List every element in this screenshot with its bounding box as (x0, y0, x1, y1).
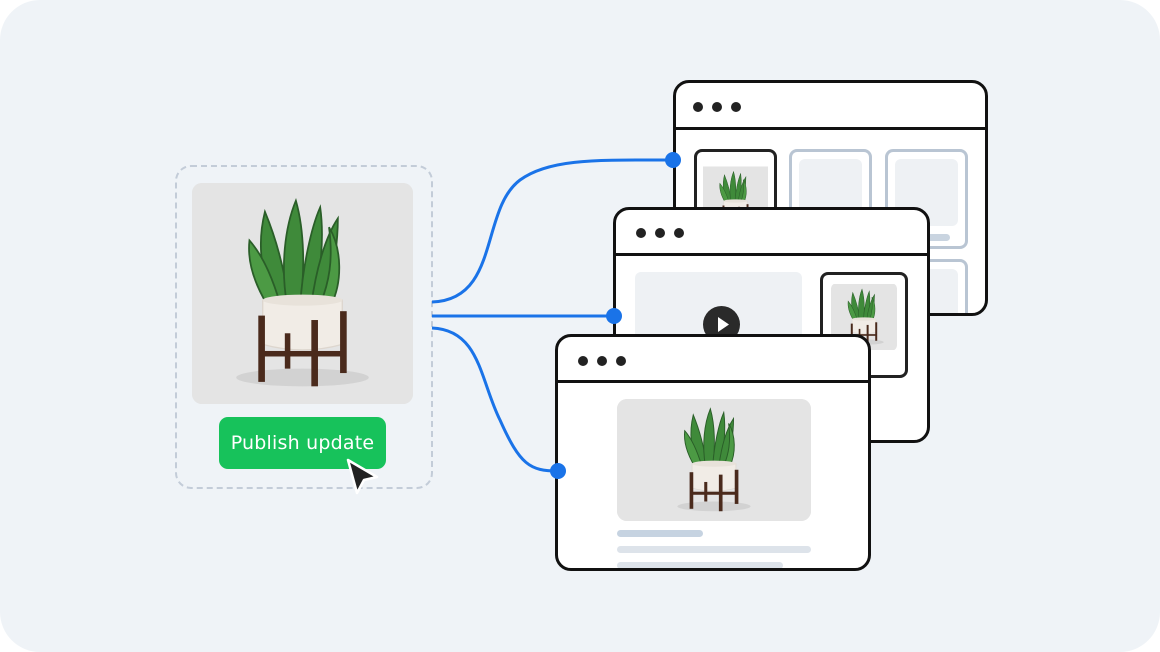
browser-window-article (555, 334, 871, 571)
grid-card (885, 149, 968, 249)
connector-dot (606, 308, 622, 324)
plant-image (617, 399, 811, 521)
arrow-cursor-icon (346, 458, 379, 495)
source-card (175, 165, 433, 489)
connector-top (431, 158, 674, 304)
connector-bottom (431, 326, 559, 473)
dot (597, 356, 607, 366)
dot (712, 102, 722, 112)
publish-update-label: Publish update (230, 432, 375, 454)
hero-image (617, 399, 811, 521)
product-image (192, 183, 413, 404)
text-line (617, 530, 703, 537)
three-dots-icon (578, 356, 588, 366)
text-line (617, 546, 811, 553)
window-header (616, 210, 927, 256)
window-header (558, 337, 868, 383)
connector-dot (665, 152, 681, 168)
dot (616, 356, 626, 366)
connector-dot (550, 463, 566, 479)
window-header (676, 83, 985, 130)
publish-update-button[interactable]: Publish update (219, 417, 386, 469)
text-line (617, 562, 783, 568)
three-dots-icon (636, 228, 646, 238)
dot (674, 228, 684, 238)
dot (655, 228, 665, 238)
dot (731, 102, 741, 112)
three-dots-icon (693, 102, 703, 112)
